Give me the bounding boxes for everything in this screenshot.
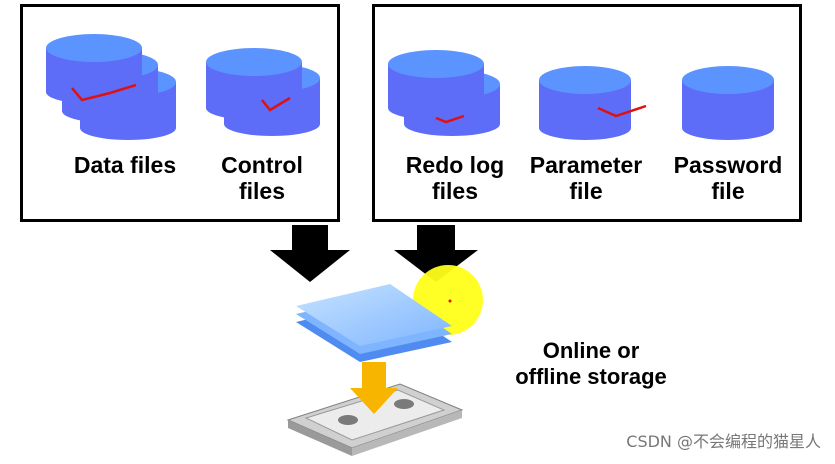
parameter-line1: Parameter — [529, 152, 643, 178]
data-files-icon — [46, 34, 176, 140]
redo-log-files-icon — [388, 50, 500, 136]
control-files-line1: Control — [221, 152, 303, 178]
storage-line2: offline storage — [515, 364, 667, 389]
watermark-text: CSDN @不会编程的猫星人 — [626, 432, 821, 451]
password-file-icon — [682, 66, 774, 140]
tape-cartridge-icon — [286, 383, 464, 456]
pen-mark-icon — [261, 96, 291, 112]
password-line1: Password — [673, 152, 783, 178]
left-down-arrow-icon — [270, 225, 350, 282]
redo-log-line1: Redo log — [405, 152, 505, 178]
control-files-line2: files — [238, 178, 286, 204]
password-file-label: Password file — [662, 152, 794, 204]
storage-line1: Online or — [542, 338, 640, 363]
storage-label: Online or offline storage — [496, 338, 686, 390]
data-files-label: Data files — [73, 152, 177, 178]
parameter-line2: file — [569, 178, 603, 204]
parameter-file-label: Parameter file — [520, 152, 652, 204]
pen-mark-icon — [71, 83, 137, 102]
right-down-arrow-icon — [394, 225, 478, 282]
pen-mark-icon — [597, 104, 647, 118]
control-files-label: Control files — [200, 152, 324, 204]
redo-log-line2: files — [431, 178, 479, 204]
redo-log-files-label: Redo log files — [394, 152, 516, 204]
document-stack-icon — [296, 284, 452, 362]
pen-mark-icon — [435, 114, 465, 124]
control-files-icon — [206, 48, 320, 136]
tape-down-arrow-icon — [350, 362, 398, 414]
password-line2: file — [711, 178, 745, 204]
parameter-file-icon — [539, 66, 647, 140]
